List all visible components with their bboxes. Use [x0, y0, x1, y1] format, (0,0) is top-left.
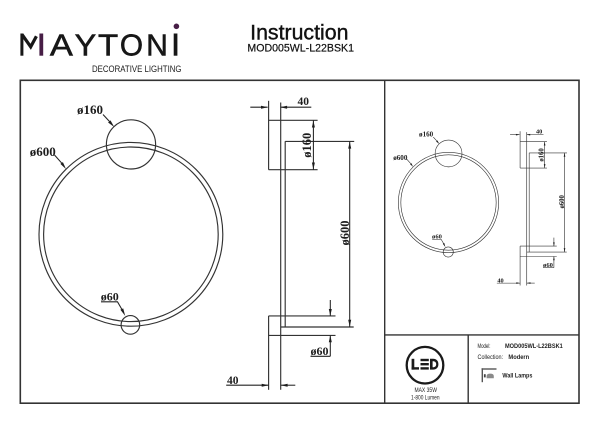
svg-text:Y: Y	[75, 28, 97, 63]
svg-text:O: O	[120, 28, 143, 63]
svg-text:T: T	[98, 28, 118, 63]
svg-text:Collection:: Collection:	[478, 354, 504, 361]
svg-text:Model:: Model:	[478, 343, 491, 350]
svg-text:MOD005WL-L22BSK1: MOD005WL-L22BSK1	[505, 343, 563, 350]
svg-text:A: A	[50, 28, 73, 63]
svg-text:Wall Lamps: Wall Lamps	[502, 372, 532, 379]
svg-text:MOD005WL-L22BSK1: MOD005WL-L22BSK1	[247, 43, 354, 55]
svg-text:N: N	[146, 28, 168, 63]
svg-text:MAX 35W: MAX 35W	[414, 387, 437, 394]
svg-text:DECORATIVE LIGHTING: DECORATIVE LIGHTING	[92, 64, 182, 74]
svg-text:Instruction: Instruction	[250, 21, 348, 45]
svg-text:1-800 Lumen: 1-800 Lumen	[411, 395, 440, 402]
svg-text:Modern: Modern	[508, 354, 529, 361]
